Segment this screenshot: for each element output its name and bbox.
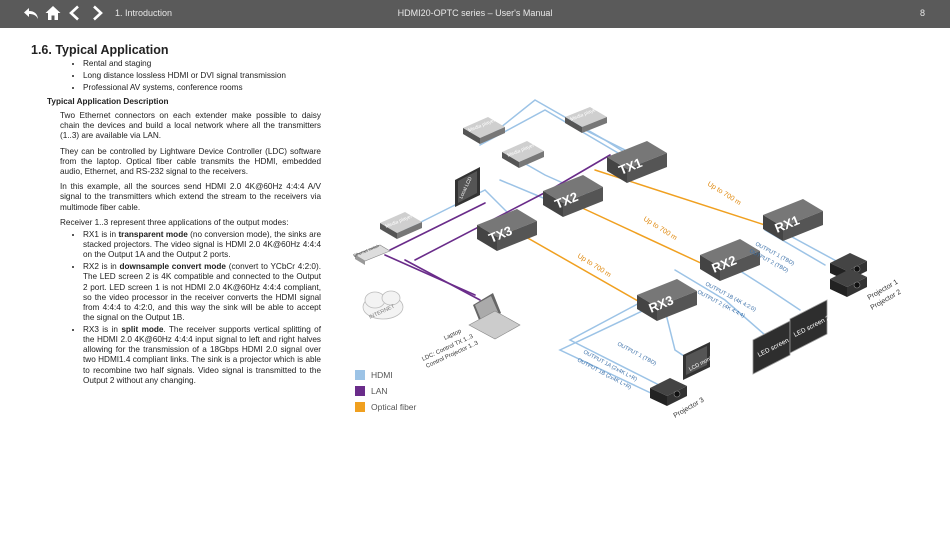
media-player-3: Media player 3 xyxy=(502,141,544,168)
receiver-modes-list: RX1 is in transparent mode (no conversio… xyxy=(31,230,321,386)
projector-3: Projector 3 xyxy=(650,378,705,420)
lcd-monitor: LCD monitor xyxy=(683,342,718,380)
tx3-device: TX3 xyxy=(477,209,537,251)
paragraph: Receiver 1..3 represent three applicatio… xyxy=(60,217,289,227)
top-navigation-bar: 1. Introduction HDMI20-OPTC series – Use… xyxy=(0,0,950,28)
next-page-icon[interactable] xyxy=(88,4,106,22)
rx1-device: RX1 xyxy=(763,199,823,241)
paragraph: They can be controlled by Lightware Devi… xyxy=(60,146,321,177)
rx2-device: RX2 xyxy=(700,239,760,281)
list-item-rx2: RX2 is in downsample convert mode (conve… xyxy=(83,262,321,323)
internet-cloud: INTERNET xyxy=(362,290,404,321)
list-item: Long distance lossless HDMI or DVI signa… xyxy=(83,71,321,81)
nav-buttons xyxy=(22,4,106,22)
breadcrumb[interactable]: 1. Introduction xyxy=(115,8,173,18)
paragraph: Two Ethernet connectors on each extender… xyxy=(60,111,321,141)
rx2-description: (convert to YCbCr 4:2:0). The LED screen… xyxy=(83,262,321,323)
legend-label: LAN xyxy=(371,386,388,396)
legend-swatch-lan xyxy=(355,386,365,396)
legend-item-hdmi: HDMI xyxy=(355,367,416,383)
rx3-output-1-label: OUTPUT 1 (TBD) xyxy=(616,341,657,367)
legend-item-optical-fiber: Optical fiber xyxy=(355,399,416,415)
diagram-legend: HDMI LAN Optical fiber xyxy=(355,367,416,415)
ethernet-switch: Ethernet switch xyxy=(353,243,391,265)
section-content: 1.6. Typical Application Rental and stag… xyxy=(31,43,321,388)
list-item-rx3: RX3 is in split mode. The receiver suppo… xyxy=(83,325,321,386)
media-player-1: Media player 1 xyxy=(565,105,607,133)
rx1-prefix: RX1 is in xyxy=(83,230,119,240)
tx1-device: TX1 xyxy=(607,141,667,183)
media-player-2: Media player 2 xyxy=(463,116,505,144)
rx3-mode: split mode xyxy=(121,324,164,334)
document-title: HDMI20-OPTC series – User's Manual xyxy=(397,8,553,18)
rx3-prefix: RX3 is in xyxy=(83,324,122,334)
page-number: 8 xyxy=(919,8,925,18)
led-screen-1: LED screen 1 xyxy=(752,320,795,375)
legend-swatch-optical-fiber xyxy=(355,402,365,412)
led-screen-2: LED screen 2 xyxy=(789,299,831,354)
laptop: Laptop LDC: Control TX 1..3 Control Proj… xyxy=(421,293,521,370)
section-title: 1.6. Typical Application xyxy=(31,43,169,57)
rx3-description: . The receiver supports vertical splitti… xyxy=(83,324,321,385)
legend-item-lan: LAN xyxy=(355,383,416,399)
typical-application-diagram: Media player 1 Media player 2 Media play… xyxy=(353,99,902,420)
rx2-prefix: RX2 is in xyxy=(83,262,120,272)
list-item: Professional AV systems, conference room… xyxy=(83,83,321,93)
legend-label: Optical fiber xyxy=(371,402,417,412)
list-item-rx1: RX1 is in transparent mode (no conversio… xyxy=(83,230,321,261)
tx2-device: TX2 xyxy=(543,175,603,217)
media-player-4: Media player 4 xyxy=(380,212,422,239)
back-icon[interactable] xyxy=(22,4,40,22)
list-item: Rental and staging xyxy=(83,59,321,69)
local-lcd: Local LCD xyxy=(455,167,480,207)
projector-2 xyxy=(830,269,867,297)
home-icon[interactable] xyxy=(44,4,62,22)
rx1-mode: transparent mode xyxy=(118,230,188,240)
rx3-device: RX3 xyxy=(637,279,697,321)
application-bullets: Rental and staging Long distance lossles… xyxy=(31,59,321,93)
rx2-mode: downsample convert mode xyxy=(119,262,226,272)
paragraph: In this example, all the sources send HD… xyxy=(60,182,321,212)
previous-page-icon[interactable] xyxy=(66,4,84,22)
fiber-distance-label-1: Up to 700 m xyxy=(706,181,742,207)
rx1-description: (no conversion mode), the sinks are stac… xyxy=(83,230,321,260)
legend-label: HDMI xyxy=(371,370,393,380)
subsection-heading: Typical Application Description xyxy=(47,96,169,106)
legend-swatch-hdmi xyxy=(355,370,365,380)
